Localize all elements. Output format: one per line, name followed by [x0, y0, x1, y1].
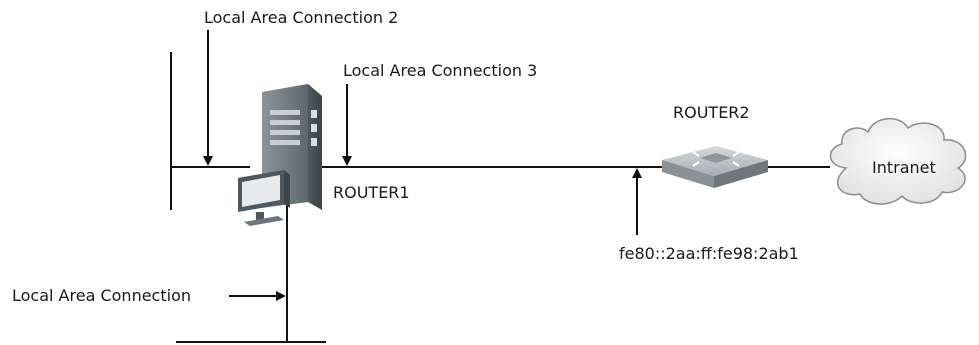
label-lan2: Local Area Connection 2	[204, 8, 399, 27]
router-icon	[662, 146, 768, 188]
label-router1: ROUTER1	[333, 183, 410, 202]
server-computer-icon	[238, 84, 322, 226]
label-address: fe80::2aa:ff:fe98:2ab1	[619, 244, 799, 263]
label-lan: Local Area Connection	[12, 286, 191, 305]
label-router2: ROUTER2	[673, 103, 750, 122]
cloud-icon	[829, 118, 967, 205]
label-lan3: Local Area Connection 3	[343, 61, 538, 80]
label-intranet: Intranet	[872, 158, 936, 177]
